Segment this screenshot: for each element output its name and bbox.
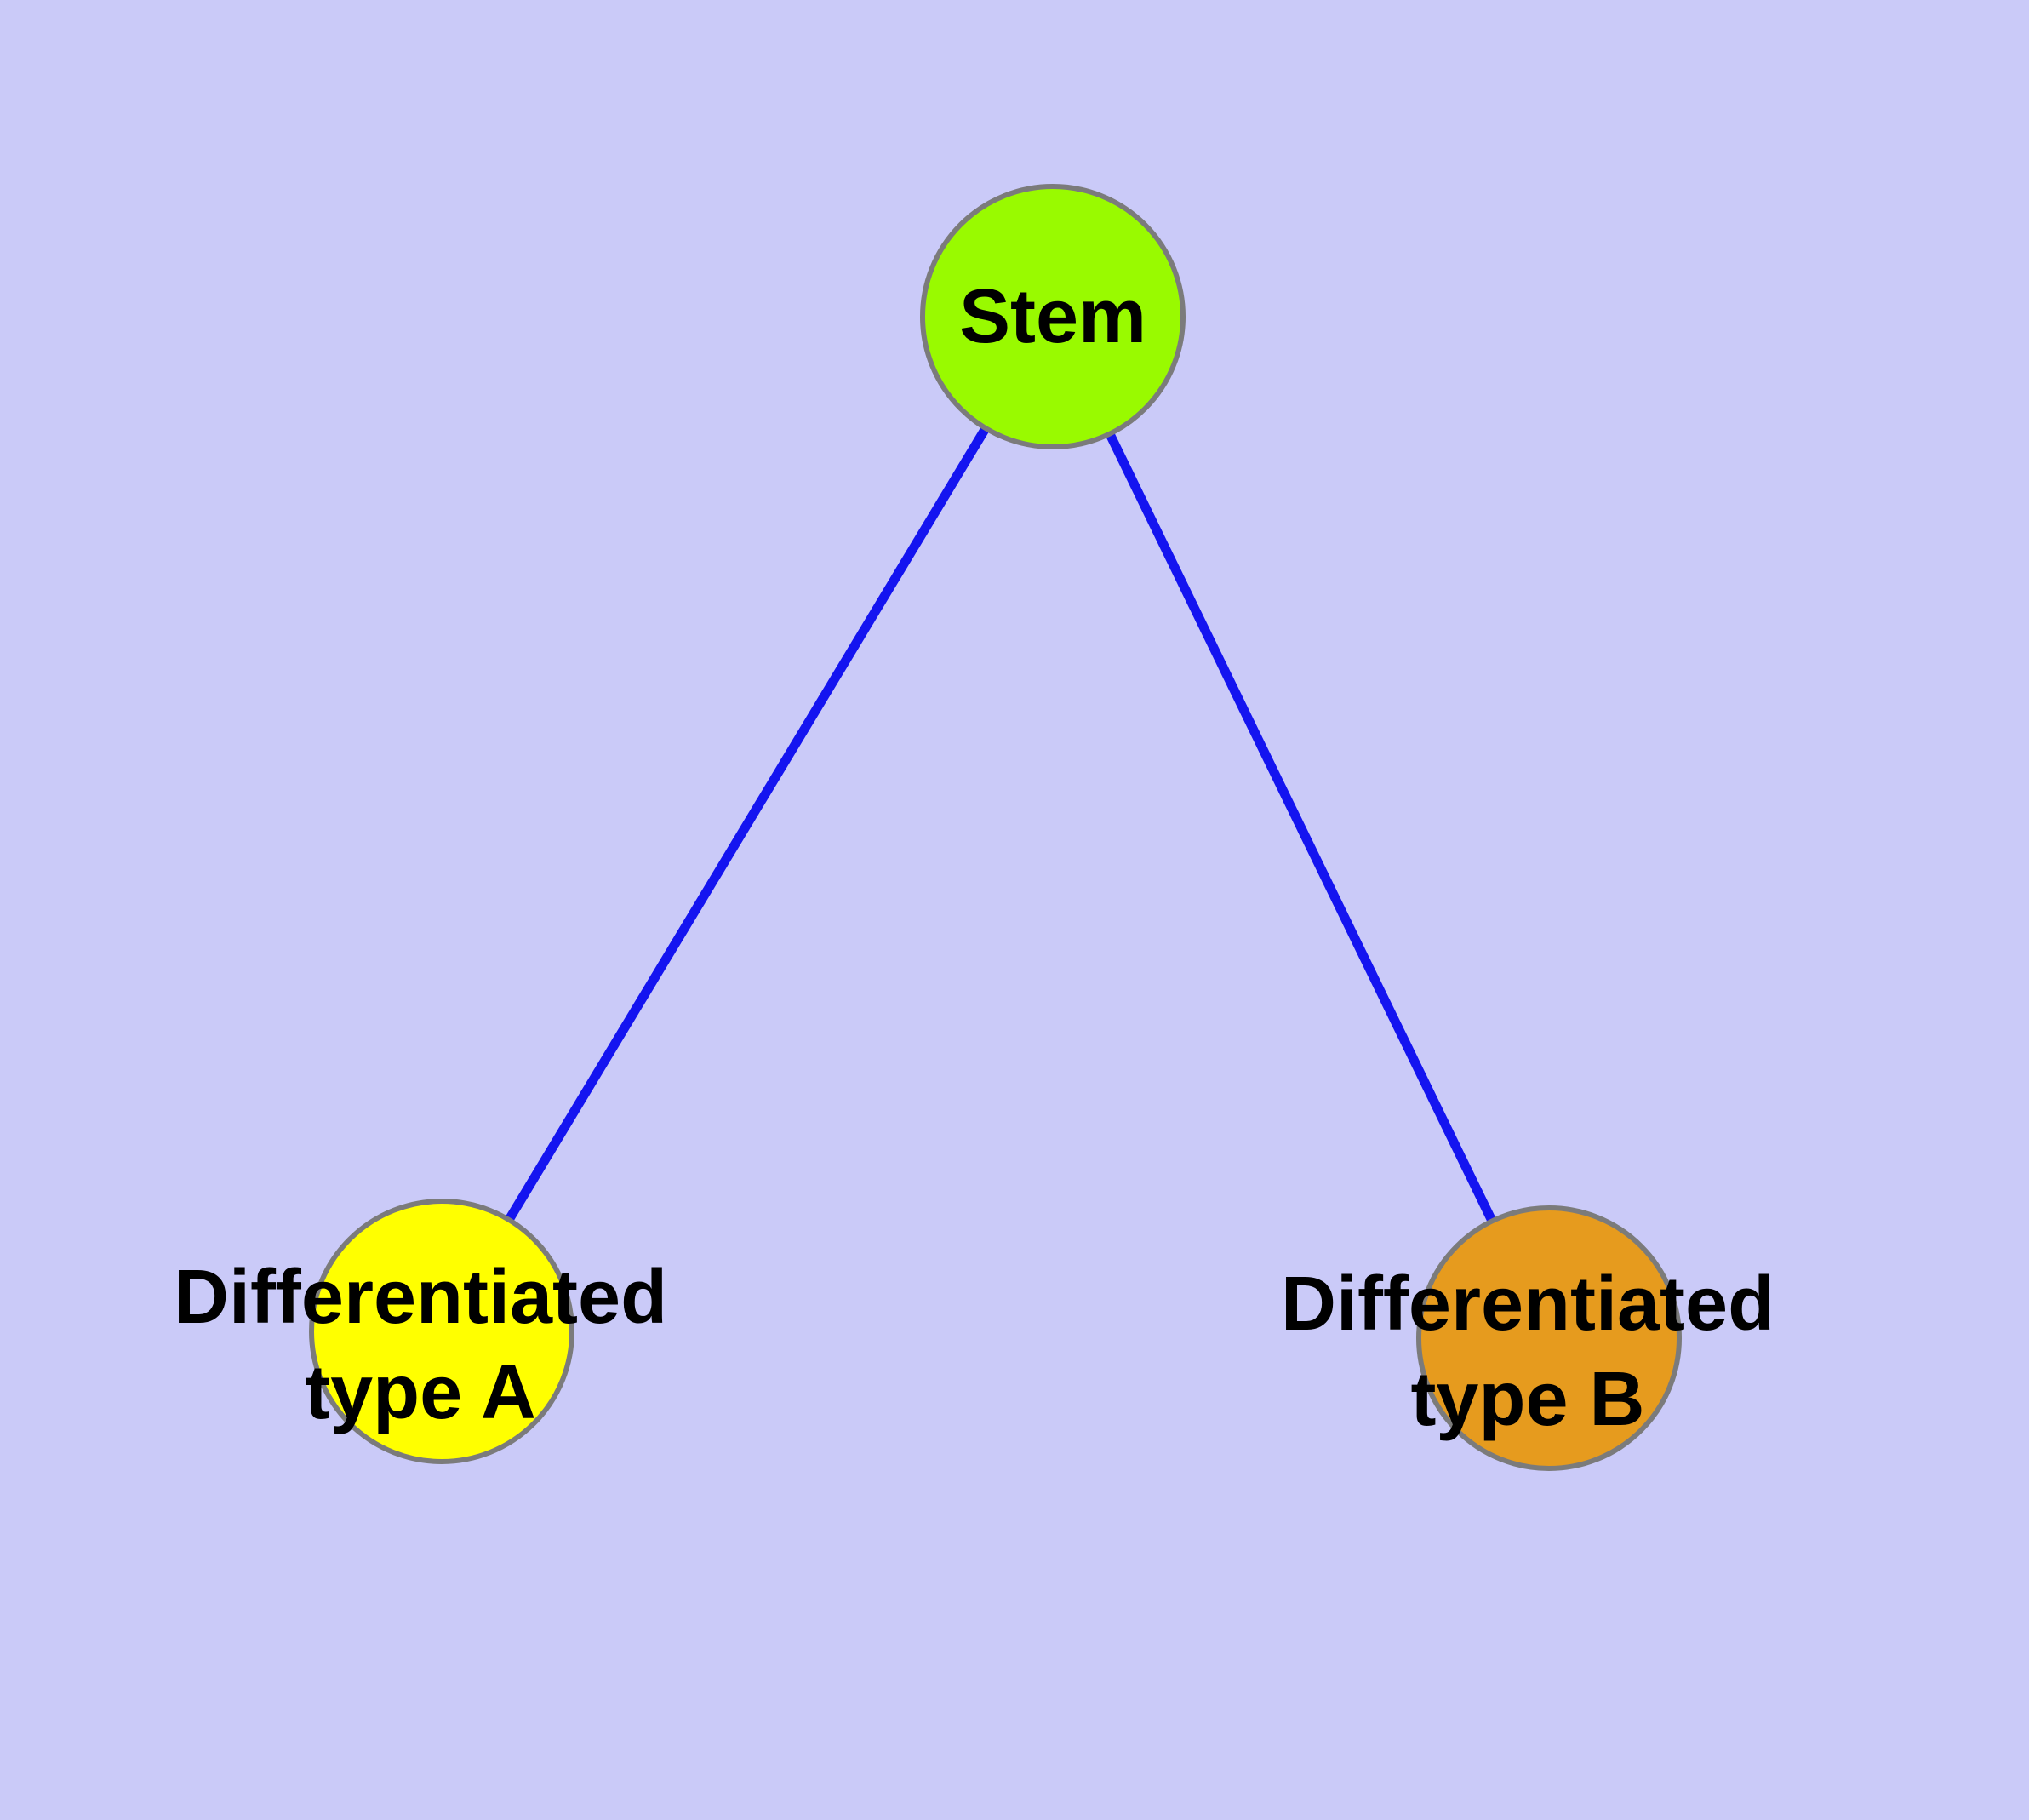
edge-stem-to-type-a [437,314,1057,1334]
node-stem-label: Stem [959,269,1146,364]
node-differentiated-type-a: Differentiated type A [174,1199,667,1464]
node-stem-label-line: Stem [958,274,1147,359]
node-differentiated-type-b-label-line-1: Differentiated [1280,1262,1775,1347]
node-differentiated-type-b: Differentiated type B [1281,1205,1775,1471]
node-differentiated-type-b-label: Differentiated type B [1281,1256,1775,1447]
node-stem: Stem [920,184,1186,449]
edge-stem-to-type-b [1049,314,1553,1341]
node-differentiated-type-a-label-line-1: Differentiated [173,1255,668,1340]
node-differentiated-type-a-label: Differentiated type A [174,1250,667,1440]
node-differentiated-type-b-label-line-2: type B [1410,1357,1645,1442]
node-differentiated-type-a-label-line-2: type A [305,1350,536,1435]
